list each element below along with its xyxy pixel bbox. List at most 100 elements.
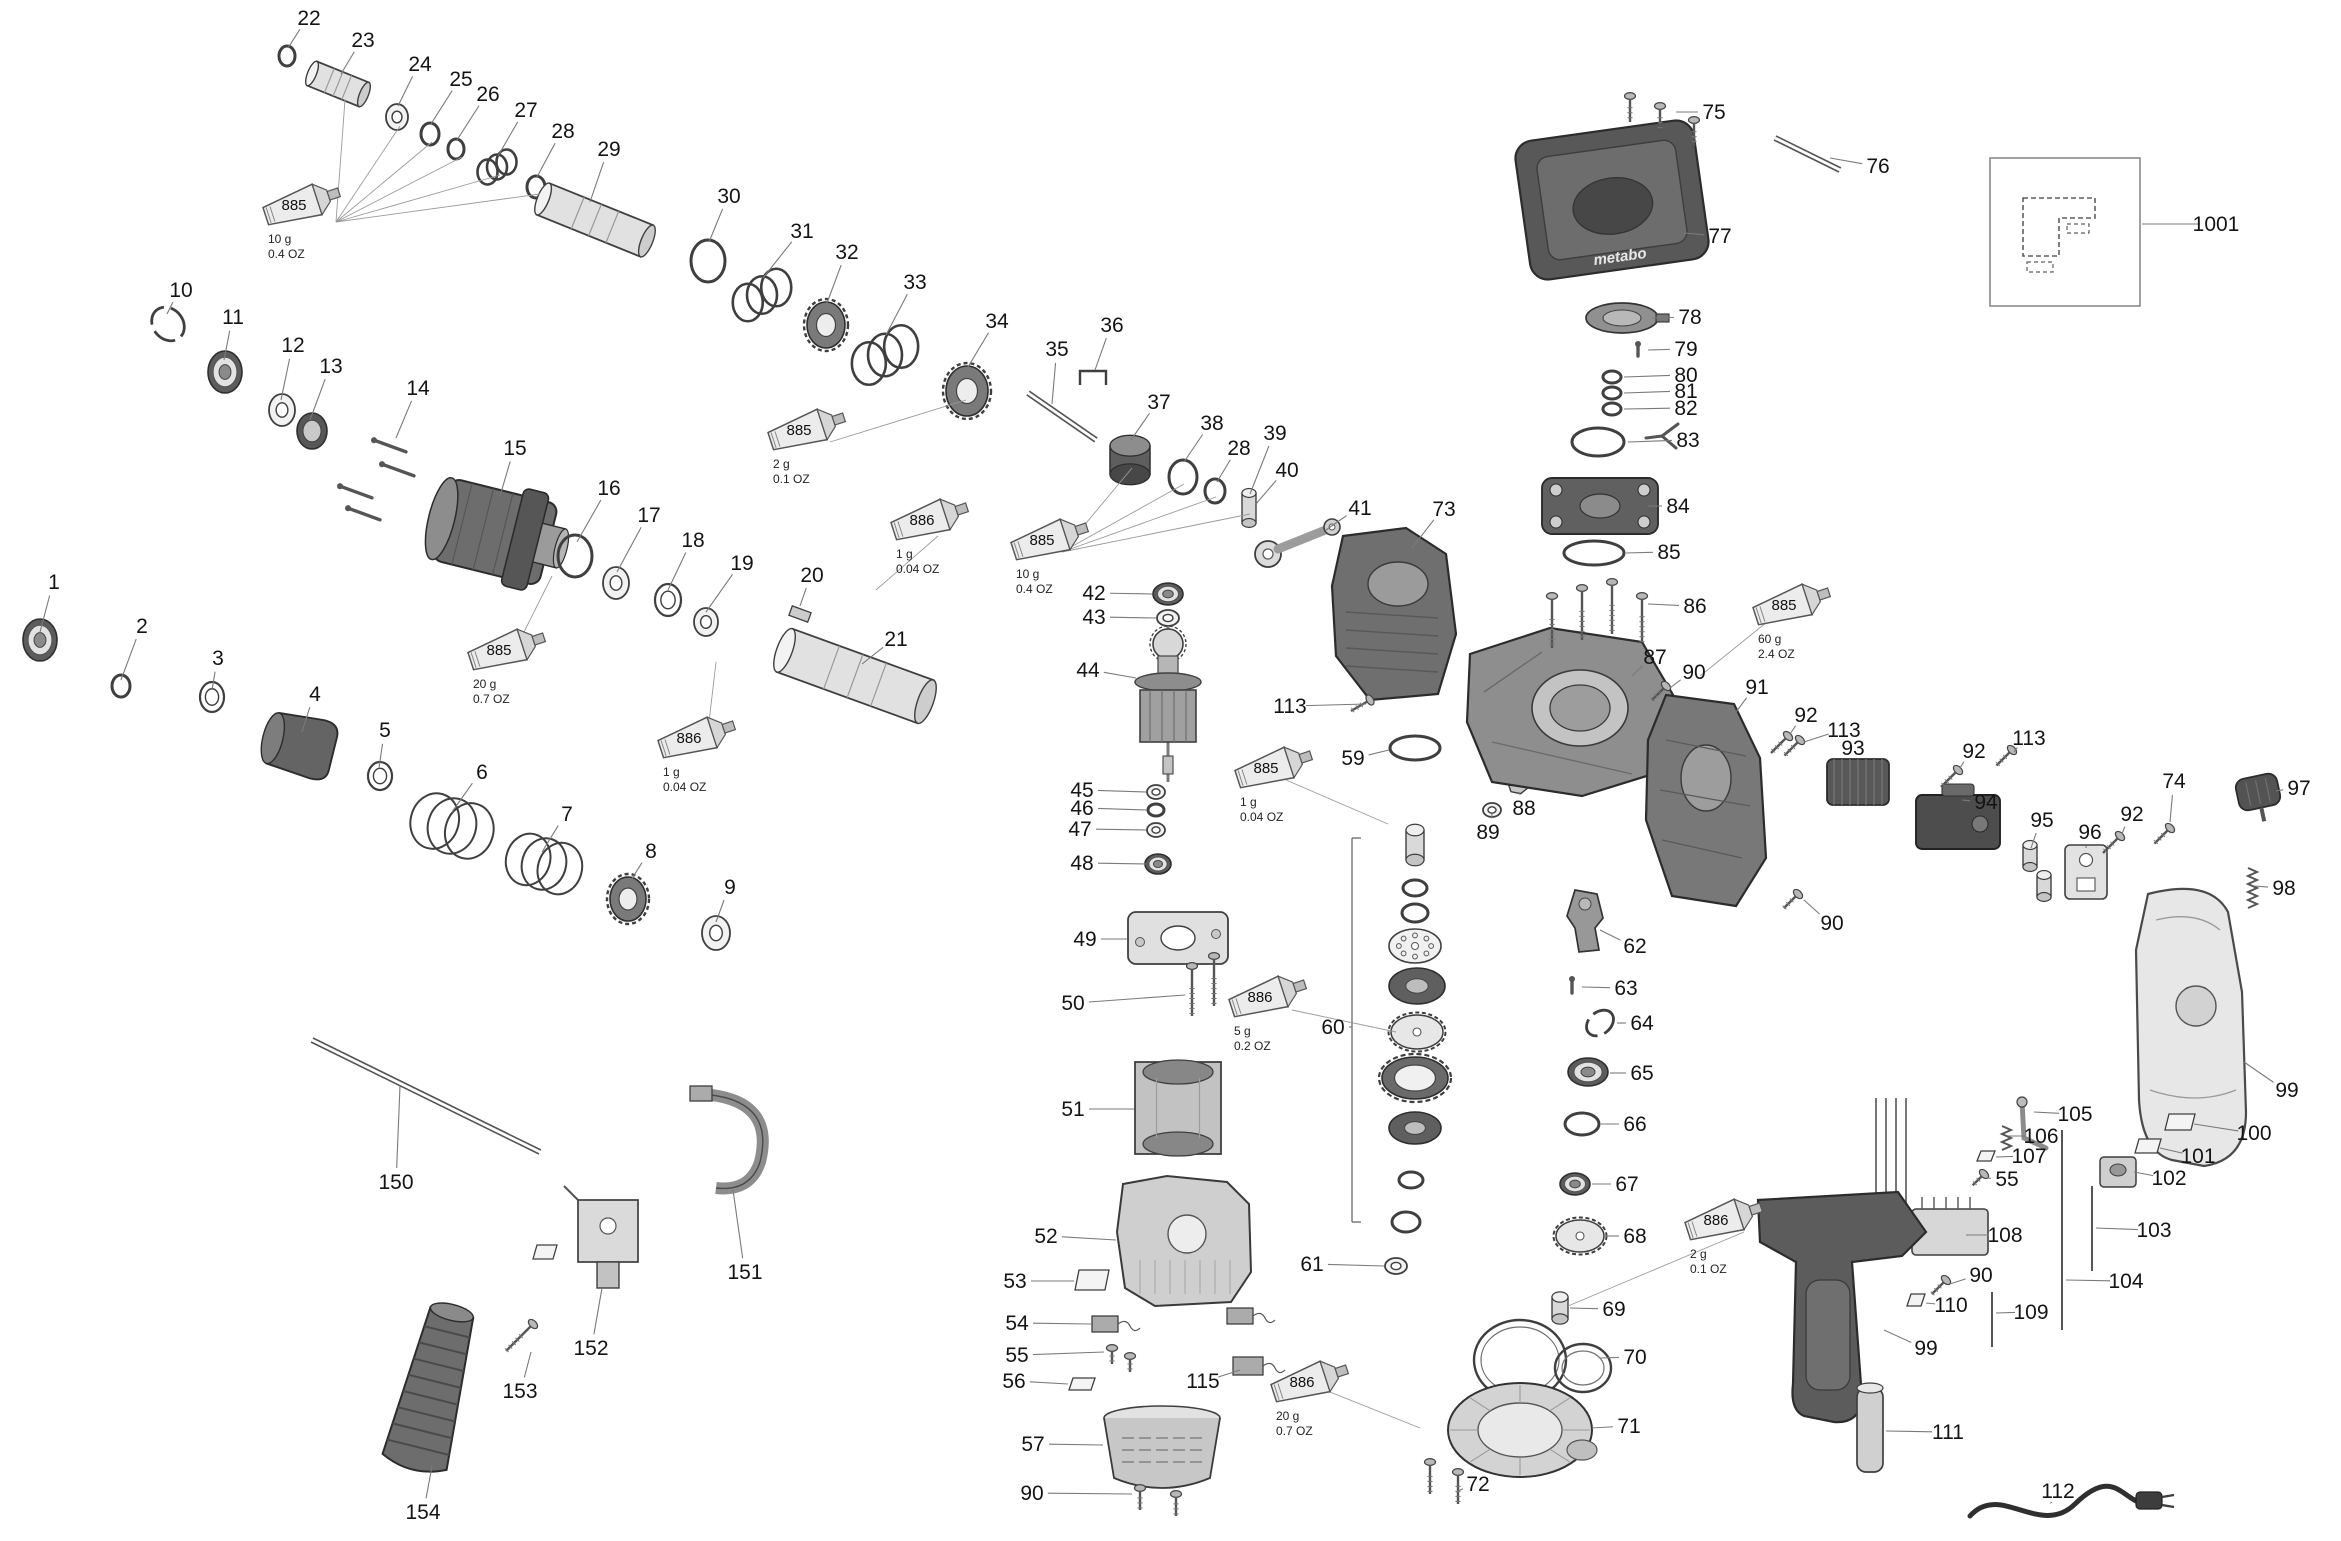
line-shape <box>897 521 904 537</box>
callout-24: 24 <box>408 53 432 76</box>
ellipse-shape <box>277 44 297 68</box>
path-shape <box>2134 887 2248 1168</box>
ellipse-shape <box>1601 369 1623 385</box>
rect-shape <box>1091 1315 1119 1333</box>
part-switchblk <box>1915 783 2001 850</box>
ellipse-shape <box>424 477 459 561</box>
rect-shape <box>2026 261 2054 273</box>
part-washer <box>268 393 296 427</box>
leader-line <box>1097 789 1147 793</box>
callout-68: 68 <box>1623 1225 1646 1248</box>
grease-weight-oz: 0.1 OZ <box>1690 1262 1727 1276</box>
callout-47: 47 <box>1068 818 1091 841</box>
callout-151: 151 <box>727 1261 762 1284</box>
line-shape <box>1017 541 1024 557</box>
grease-weight-oz: 0.7 OZ <box>1276 1424 1313 1438</box>
grease-weight-oz: 0.4 OZ <box>1016 582 1053 596</box>
ellipse-shape <box>1687 115 1701 125</box>
line-shape <box>1759 606 1766 622</box>
line-shape <box>1778 741 1783 746</box>
grease-weight-oz: 0.7 OZ <box>473 692 510 706</box>
leader-line <box>451 782 473 813</box>
callout-98: 98 <box>2272 877 2295 900</box>
leader-line <box>287 29 301 49</box>
part-geardisc <box>1552 1216 1608 1256</box>
leader-line <box>2095 1227 2139 1231</box>
circle-shape <box>1635 341 1641 347</box>
line-shape <box>1277 1383 1284 1399</box>
grease-weight: 1 g <box>896 547 913 561</box>
leader-line <box>885 294 908 336</box>
part-board <box>1911 1197 1989 1256</box>
ellipse-shape <box>1367 561 1429 607</box>
line-shape <box>323 68 335 93</box>
leader-line <box>2243 1061 2274 1083</box>
line-shape <box>1483 651 1543 693</box>
part-plate84 <box>1541 477 1659 535</box>
part-rod <box>310 1041 540 1155</box>
leader-line <box>1599 1356 1620 1359</box>
grease-tube <box>657 716 737 759</box>
path-shape <box>699 1093 764 1190</box>
callout-52: 52 <box>1034 1225 1057 1248</box>
line-shape <box>269 206 276 222</box>
leader-line <box>799 587 807 607</box>
ellipse-shape <box>1561 1350 1605 1386</box>
part-pin <box>1635 341 1641 358</box>
line-shape <box>1771 748 1776 753</box>
line-shape <box>518 1333 524 1339</box>
callout-5: 5 <box>379 719 391 742</box>
line-shape <box>1789 898 1794 903</box>
line-shape <box>408 1373 462 1389</box>
rect-shape <box>2135 1491 2163 1510</box>
part-clip2 <box>1078 369 1108 385</box>
grease-tube-number: 885 <box>786 422 811 439</box>
line-shape <box>2245 782 2252 806</box>
part-cylinder <box>304 60 372 108</box>
part-oring <box>446 137 466 161</box>
path-shape <box>2149 1089 2237 1099</box>
ellipse-shape <box>1405 823 1425 837</box>
path-shape <box>1078 369 1108 385</box>
leader-line <box>430 90 453 125</box>
part-cylinder <box>773 627 937 725</box>
part-oring <box>1563 1111 1601 1137</box>
leader-line <box>1803 899 1821 915</box>
ellipse-shape <box>1390 1261 1402 1271</box>
callout-2: 2 <box>136 615 148 638</box>
circle-shape <box>1569 976 1575 982</box>
leader-line <box>1095 828 1147 831</box>
callout-40: 40 <box>1275 459 1298 482</box>
part-pin <box>379 461 416 478</box>
part-lever <box>2016 1096 2049 1151</box>
path-shape <box>816 408 837 442</box>
ellipse-shape <box>1553 1342 1613 1394</box>
leader-line <box>1651 316 1675 319</box>
part-crankhousing <box>1330 526 1458 702</box>
callout-94: 94 <box>1974 791 1998 814</box>
ellipse-shape <box>1423 1457 1437 1467</box>
part-righthousing <box>2134 887 2248 1168</box>
part-screw <box>504 1318 539 1353</box>
line-shape <box>570 197 585 229</box>
rect-shape <box>1989 157 2141 307</box>
ellipse-shape <box>605 872 651 926</box>
callout-15: 15 <box>503 437 526 460</box>
ellipse-shape <box>534 182 553 216</box>
grease-weight-oz: 0.04 OZ <box>896 562 939 576</box>
leader-line <box>1803 733 1829 743</box>
callout-64: 64 <box>1630 1012 1654 1035</box>
ellipse-shape <box>372 767 388 785</box>
leader-line <box>1048 1443 1104 1446</box>
line-shape <box>505 1325 532 1352</box>
ellipse-shape <box>446 137 466 161</box>
leader-line <box>1949 1278 1966 1285</box>
part-screw <box>1687 115 1701 146</box>
part-cord <box>1967 1483 2175 1519</box>
line-shape <box>472 488 495 570</box>
part-armature <box>1134 625 1202 782</box>
path-shape <box>2022 197 2096 257</box>
callout-90: 90 <box>1820 912 1843 935</box>
leader-line <box>2013 747 2018 753</box>
part-pin <box>1569 976 1575 995</box>
